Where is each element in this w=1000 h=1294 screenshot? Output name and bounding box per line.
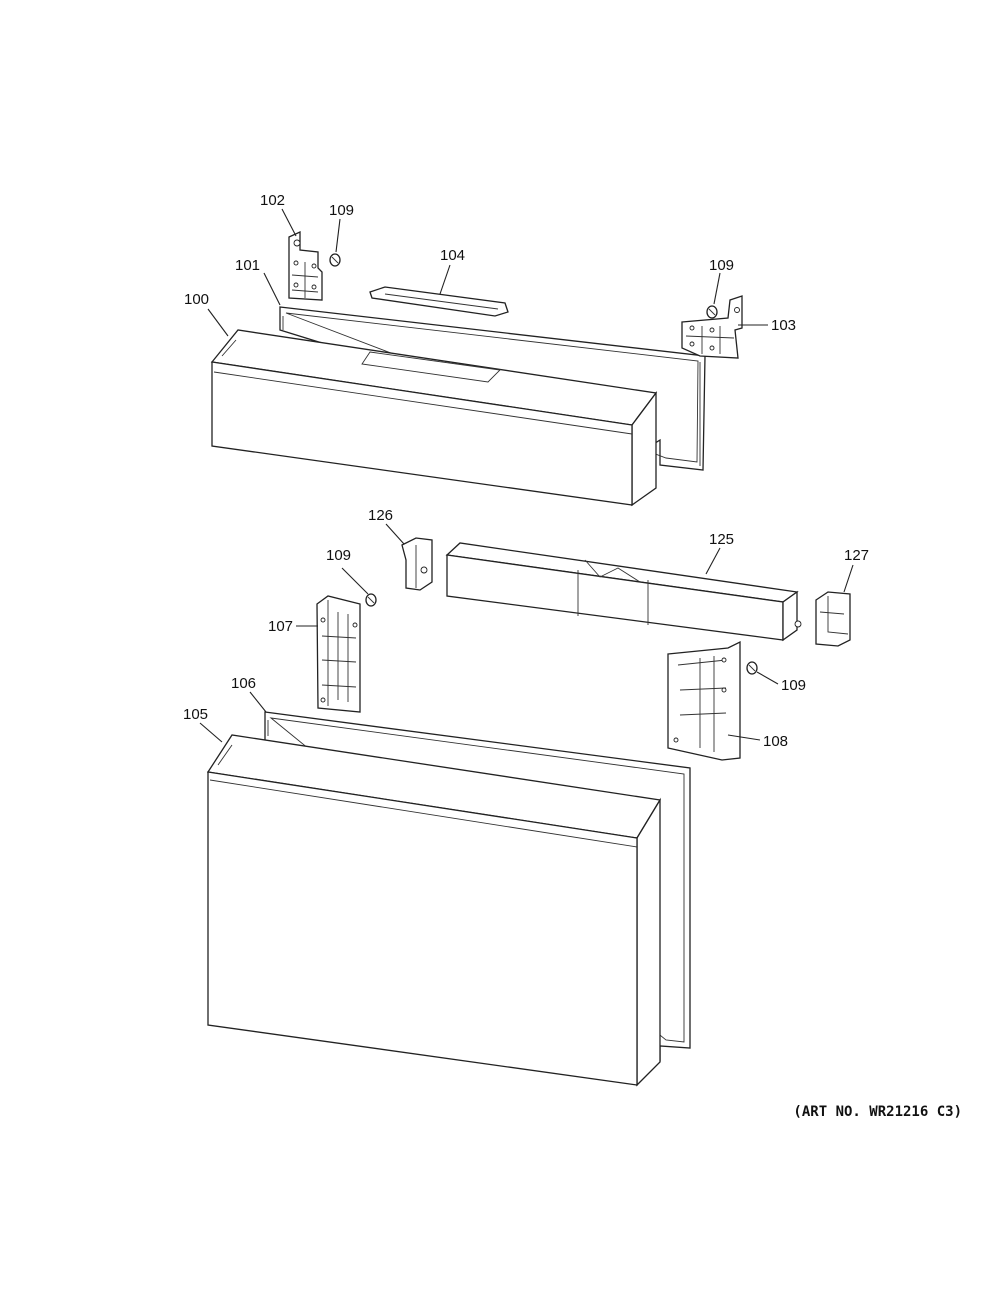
upper-left-screw	[329, 253, 341, 267]
upper-handle-insert	[369, 286, 509, 317]
callout-107: 107	[268, 618, 293, 635]
callout-labels: 102 109 101 100 104 109 103 126 109 125 …	[183, 192, 869, 750]
upper-right-screw	[706, 305, 718, 319]
leader-lines	[199, 208, 854, 743]
upper-left-hinge-bracket	[288, 230, 323, 301]
callout-125: 125	[709, 531, 734, 548]
callout-105: 105	[183, 706, 208, 723]
callout-109-upper-right: 109	[709, 257, 734, 274]
callout-103: 103	[771, 317, 796, 334]
art-number: (ART NO. WR21216 C3)	[793, 1104, 962, 1120]
callout-109-upper-left: 109	[329, 202, 354, 219]
callout-104: 104	[440, 247, 465, 264]
lower-right-hinge-bracket	[667, 640, 741, 761]
door-bin	[445, 542, 802, 642]
callout-102: 102	[260, 192, 285, 209]
callout-108: 108	[763, 733, 788, 750]
callout-126: 126	[368, 507, 393, 524]
callout-109-middle-left: 109	[326, 547, 351, 564]
middle-right-screw	[746, 661, 758, 675]
bin-left-end-cap	[401, 537, 433, 591]
upper-drawer-panel	[210, 329, 658, 507]
callout-106: 106	[231, 675, 256, 692]
callout-100: 100	[184, 291, 209, 308]
upper-right-hinge-bracket	[681, 295, 743, 359]
bin-right-end-cap	[815, 591, 851, 647]
callout-109-middle-right: 109	[781, 677, 806, 694]
callout-101: 101	[235, 257, 260, 274]
lower-left-hinge-bracket	[316, 595, 361, 713]
callout-127: 127	[844, 547, 869, 564]
middle-left-screw	[365, 593, 377, 607]
lower-drawer-panel	[206, 734, 662, 1087]
